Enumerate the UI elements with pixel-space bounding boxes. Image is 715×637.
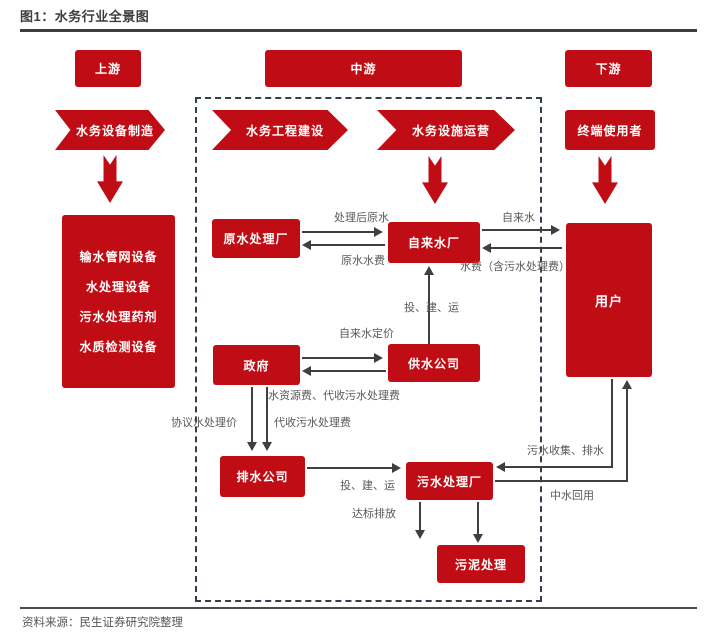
edge-label-collected-sewage-fee: 代收污水处理费: [274, 417, 351, 429]
arrowhead-tap-water: [551, 225, 560, 235]
chevron-facility-operation: 水务设施运营: [377, 110, 515, 150]
node-water-supply-company: 供水公司: [388, 344, 480, 382]
arrowhead-water-fee: [482, 243, 491, 253]
node-government: 政府: [213, 345, 300, 385]
equipment-item: 水处理设备: [85, 279, 151, 294]
chevron-equipment-manufacturing: 水务设备制造: [55, 110, 165, 150]
edge-label-water-resource-fee: 水资源费、代收污水处理费: [268, 390, 400, 402]
arrowhead-sewage-collection: [496, 462, 505, 472]
midstream-dashed-border: [195, 97, 542, 602]
equipment-item: 污水处理药剂: [79, 309, 158, 324]
equipment-item: 输水管网设备: [79, 249, 158, 264]
edge-label-treated-raw-water: 处理后原水: [334, 212, 389, 224]
arrowhead-collected-sewage-fee: [262, 442, 272, 451]
arrowhead-raw-water-fee: [302, 240, 311, 250]
arrowhead-water-resource-fee: [302, 366, 311, 376]
chevron-engineering-construction: 水务工程建设: [212, 110, 348, 150]
line-agreement-water-price: [251, 387, 253, 442]
node-sewage-treatment-plant: 污水处理厂: [406, 462, 493, 500]
line-invest-build-operate-supply: [428, 275, 430, 344]
arrowhead-standard-discharge: [415, 530, 425, 539]
node-tap-water-plant: 自来水厂: [388, 222, 480, 263]
node-drainage-company: 排水公司: [220, 456, 305, 497]
footer-rule: [20, 607, 697, 609]
node-user: 用户: [566, 223, 652, 377]
title-underline: [20, 29, 697, 32]
line-reclaimed-water-horizontal: [495, 480, 628, 482]
edge-label-invest-build-operate-supply: 投、建、运: [404, 302, 459, 314]
arrowhead-tap-water-pricing: [374, 353, 383, 363]
block-down-arrow-enduser: [592, 156, 618, 204]
figure-title: 图1：水务行业全景图: [20, 9, 150, 24]
line-raw-water-fee: [311, 244, 385, 246]
edge-label-water-fee: 水费（含污水处理费）: [460, 261, 570, 273]
stage-midstream: 中游: [265, 50, 462, 87]
edge-label-invest-build-operate-drainage: 投、建、运: [340, 480, 395, 492]
edge-label-agreement-water-price: 协议水处理价: [171, 417, 237, 429]
node-end-user: 终端使用者: [565, 110, 655, 150]
line-water-resource-fee: [311, 370, 386, 372]
block-down-arrow-upstream: [97, 155, 123, 203]
line-collected-sewage-fee: [266, 387, 268, 442]
line-invest-build-operate-drainage: [307, 467, 392, 469]
edge-label-tap-water-pricing: 自来水定价: [339, 328, 394, 340]
line-treated-raw-water: [302, 231, 374, 233]
arrowhead-to-sludge-treatment: [473, 534, 483, 543]
edge-label-sewage-collection: 污水收集、排水: [527, 445, 604, 457]
line-sewage-collection-vertical: [611, 379, 613, 468]
edge-label-raw-water-fee: 原水水费: [341, 255, 385, 267]
node-upstream-equipment: 输水管网设备 水处理设备 污水处理药剂 水质检测设备: [62, 215, 175, 388]
line-sewage-collection-horizontal: [505, 466, 613, 468]
source-note: 资料来源：民生证券研究院整理: [22, 617, 183, 629]
edge-label-tap-water: 自来水: [502, 212, 535, 224]
node-raw-water-plant: 原水处理厂: [212, 219, 300, 258]
line-reclaimed-water-vertical: [626, 389, 628, 482]
line-water-fee: [491, 247, 562, 249]
stage-downstream: 下游: [565, 50, 652, 87]
line-tap-water-pricing: [302, 357, 374, 359]
node-sludge-treatment: 污泥处理: [437, 545, 525, 583]
arrowhead-treated-raw-water: [374, 227, 383, 237]
line-to-sludge-treatment: [477, 502, 479, 534]
arrowhead-agreement-water-price: [247, 442, 257, 451]
edge-label-standard-discharge: 达标排放: [352, 508, 396, 520]
arrowhead-reclaimed-water: [622, 380, 632, 389]
arrowhead-invest-build-operate-supply: [424, 266, 434, 275]
arrowhead-invest-build-operate-drainage: [392, 463, 401, 473]
line-tap-water: [482, 229, 551, 231]
equipment-item: 水质检测设备: [79, 339, 158, 354]
line-standard-discharge: [419, 502, 421, 530]
edge-label-reclaimed-water: 中水回用: [550, 490, 594, 502]
stage-upstream: 上游: [75, 50, 141, 87]
